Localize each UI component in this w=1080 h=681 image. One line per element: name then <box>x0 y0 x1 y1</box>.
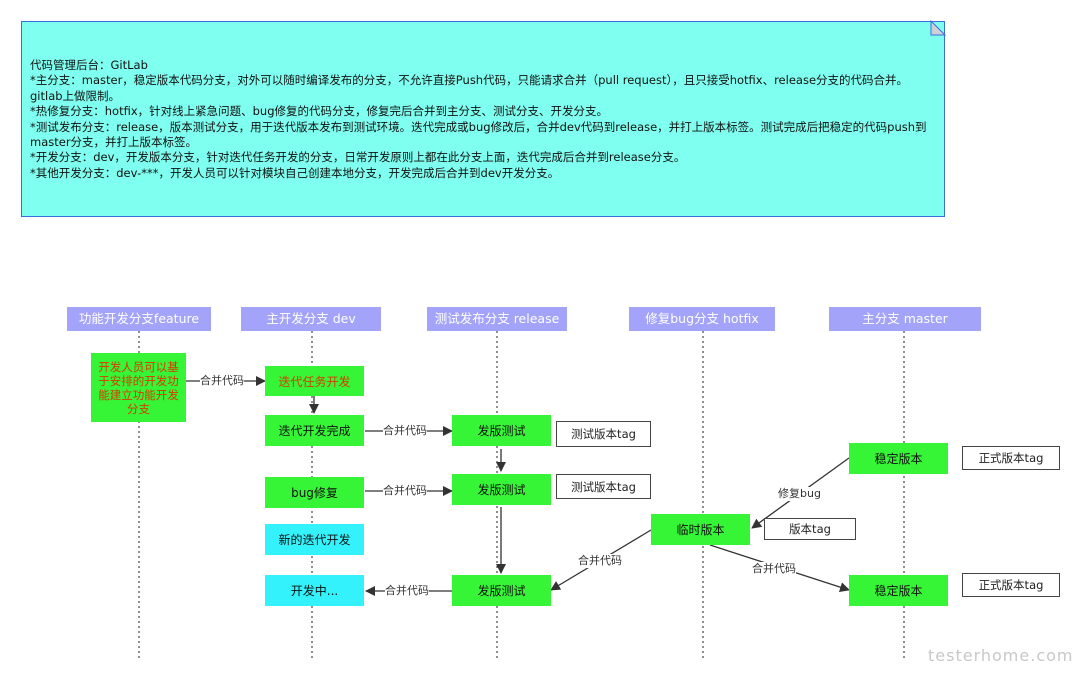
developing-box: 开发中... <box>265 575 364 606</box>
release-version-tag-2: 正式版本tag <box>962 573 1060 597</box>
note-line: *热修复分支：hotfix，针对线上紧急问题、bug修复的代码分支，修复完后合并… <box>30 104 609 119</box>
new-iteration-box: 新的迭代开发 <box>265 524 364 555</box>
edge-label-merge: 合并代码 <box>200 374 244 388</box>
note-line: 代码管理后台：GitLab <box>30 58 148 72</box>
edge-label-merge: 合并代码 <box>383 424 427 438</box>
release-test-box-1: 发版测试 <box>452 415 551 446</box>
edge-label-merge: 合并代码 <box>385 584 429 598</box>
test-version-tag-2: 测试版本tag <box>556 474 651 499</box>
feature-branch-box: 开发人员可以基于安排的开发功能建立功能开发分支 <box>91 353 186 422</box>
edge-label-fix-bug: 修复bug <box>778 487 821 501</box>
note-line: *测试发布分支：release，版本测试分支，用于迭代版本发布到测试环境。迭代完… <box>30 119 927 150</box>
watermark: testerhome.com <box>928 646 1074 665</box>
iteration-task-box: 迭代任务开发 <box>265 366 364 396</box>
lane-header-release: 测试发布分支 release <box>427 307 567 331</box>
stable-version-box-2: 稳定版本 <box>849 575 948 606</box>
lane-header-dev: 主开发分支 dev <box>241 307 381 331</box>
note-line: *其他开发分支：dev-***，开发人员可以针对模块自己创建本地分支，开发完成后… <box>30 165 560 180</box>
edge-label-merge: 合并代码 <box>752 562 796 576</box>
release-test-box-3: 发版测试 <box>452 575 551 606</box>
note-fold <box>930 19 947 36</box>
test-version-tag-1: 测试版本tag <box>556 421 651 447</box>
lane-header-feature: 功能开发分支feature <box>67 307 211 331</box>
edge-label-merge: 合并代码 <box>383 484 427 498</box>
release-version-tag-1: 正式版本tag <box>962 446 1060 470</box>
note-text: 代码管理后台：GitLab *主分支：master，稳定版本代码分支，对外可以随… <box>30 58 935 181</box>
stable-version-box-1: 稳定版本 <box>849 443 948 474</box>
iteration-done-box: 迭代开发完成 <box>265 415 364 446</box>
bugfix-box: bug修复 <box>265 477 364 508</box>
note-line: *开发分支：dev，开发版本分支，针对迭代任务开发的分支，日常开发原则上都在此分… <box>30 150 686 165</box>
version-tag: 版本tag <box>764 518 856 540</box>
lane-header-hotfix: 修复bug分支 hotfix <box>629 307 775 331</box>
release-test-box-2: 发版测试 <box>452 474 551 505</box>
edge-label-merge: 合并代码 <box>578 554 622 568</box>
lane-header-master: 主分支 master <box>829 307 981 331</box>
temp-version-box: 临时版本 <box>651 514 750 545</box>
note-line: *主分支：master，稳定版本代码分支，对外可以随时编译发布的分支，不允许直接… <box>30 73 909 103</box>
description-note: 代码管理后台：GitLab *主分支：master，稳定版本代码分支，对外可以随… <box>21 21 945 217</box>
